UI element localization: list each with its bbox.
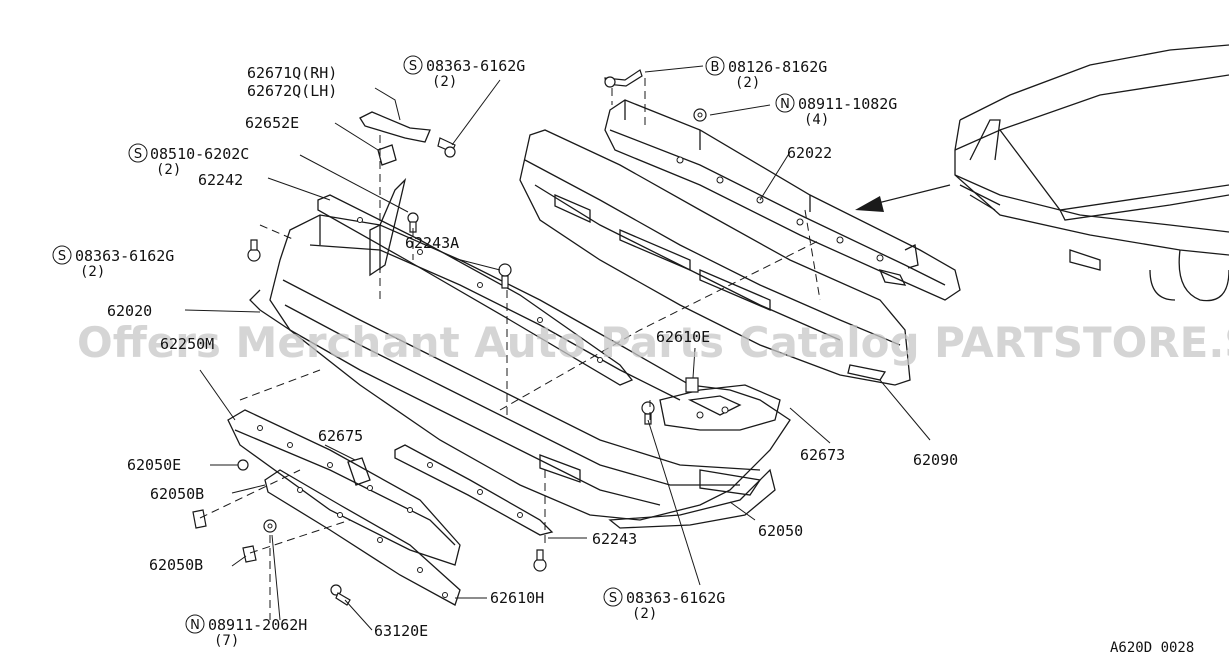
label-62022: 62022: [787, 144, 832, 162]
n-letter: N: [780, 97, 790, 112]
label-62671q: 62671Q(RH): [247, 64, 337, 82]
bracket-strip-62242: [317, 194, 634, 386]
bracket-strip-62243: [394, 444, 554, 536]
assembly-dashed-lines: [199, 78, 821, 620]
s-circle-icon: [403, 55, 423, 75]
label-08911a-qty: (4): [804, 112, 829, 128]
label-62243a: 62243A: [405, 234, 459, 252]
s-letter: S: [134, 147, 142, 162]
label-62610e: 62610E: [656, 328, 710, 346]
n-circle-icon: [185, 614, 205, 634]
nut-08911-bottom: [263, 519, 277, 533]
label-62020: 62020: [107, 302, 152, 320]
s-circle-icon: [603, 587, 623, 607]
label-62050b-1: 62050B: [150, 485, 204, 503]
clip-62050e: [237, 459, 249, 471]
lower-stay-62610h: [264, 469, 461, 606]
label-08911b-code: 08911-2062H: [208, 616, 307, 634]
label-08363-top-code: 08363-6162G: [426, 57, 525, 75]
part-labels: 62671Q(RH) 62672Q(LH) 62652E S 08510-620…: [52, 55, 1194, 656]
label-08363-top-qty: (2): [432, 74, 457, 90]
clip-62652e: [377, 144, 397, 166]
bracket-62675: [347, 457, 371, 486]
label-08911b-qty: (7): [214, 633, 239, 649]
bolt-08363-left: [247, 239, 261, 262]
n-letter: N: [190, 618, 200, 633]
vehicle-front-illustration: [954, 44, 1229, 302]
label-62250m: 62250M: [160, 335, 214, 353]
label-08911a-code: 08911-1082G: [798, 95, 897, 113]
bumper-cover-62020: [249, 214, 791, 521]
label-62243: 62243: [592, 530, 637, 548]
air-spoiler-62050: [608, 468, 776, 529]
b-circle-icon: [705, 56, 725, 76]
clip-62243a: [498, 263, 512, 289]
bumper-fascia-62090: [519, 129, 911, 386]
s-letter: S: [409, 59, 417, 74]
label-08363-bot-code: 08363-6162G: [626, 589, 725, 607]
bracket-62671q: [359, 111, 431, 143]
label-62050b-2: 62050B: [149, 556, 203, 574]
label-08126-qty: (2): [735, 75, 760, 91]
n-circle-icon: [775, 93, 795, 113]
label-62610h: 62610H: [490, 589, 544, 607]
bolt-08510: [407, 212, 419, 233]
s-letter: S: [609, 591, 617, 606]
label-08510-code: 08510-6202C: [150, 145, 249, 163]
clip-62050b-2: [242, 545, 257, 563]
direction-arrow: [855, 184, 951, 212]
clip-62243: [533, 549, 547, 572]
label-63120e: 63120E: [374, 622, 428, 640]
leader-lines: [184, 65, 931, 631]
label-62672q: 62672Q(LH): [247, 82, 337, 100]
label-08510-qty: (2): [156, 162, 181, 178]
s-letter: S: [58, 249, 66, 264]
side-bracket-62673: [659, 384, 781, 431]
diagram-code: A620D 0028: [1110, 640, 1194, 656]
label-08126-code: 08126-8162G: [728, 58, 827, 76]
label-62050: 62050: [758, 522, 803, 540]
b-letter: B: [711, 60, 720, 75]
clip-62610e: [685, 377, 699, 393]
label-08363-left-qty: (2): [80, 264, 105, 280]
bolt-08363-bottom: [641, 401, 655, 425]
label-62242: 62242: [198, 171, 243, 189]
label-62652e: 62652E: [245, 114, 299, 132]
s-circle-icon: [128, 143, 148, 163]
bolt-08363-top: [437, 137, 456, 158]
label-62675: 62675: [318, 427, 363, 445]
s-circle-icon: [52, 245, 72, 265]
watermark: Offers Merchant Auto Parts Catalog PARTS…: [77, 318, 1229, 367]
nut-08911-top: [693, 108, 707, 122]
label-62050e: 62050E: [127, 456, 181, 474]
label-08363-bot-qty: (2): [632, 606, 657, 622]
clip-62050b-1: [192, 509, 207, 529]
bolt-08126: [604, 69, 643, 88]
label-08363-left-code: 08363-6162G: [75, 247, 174, 265]
bumper-reinforcement-62022: [604, 99, 961, 301]
bracket-center: [369, 177, 407, 277]
label-62090: 62090: [913, 451, 958, 469]
label-62673: 62673: [800, 446, 845, 464]
